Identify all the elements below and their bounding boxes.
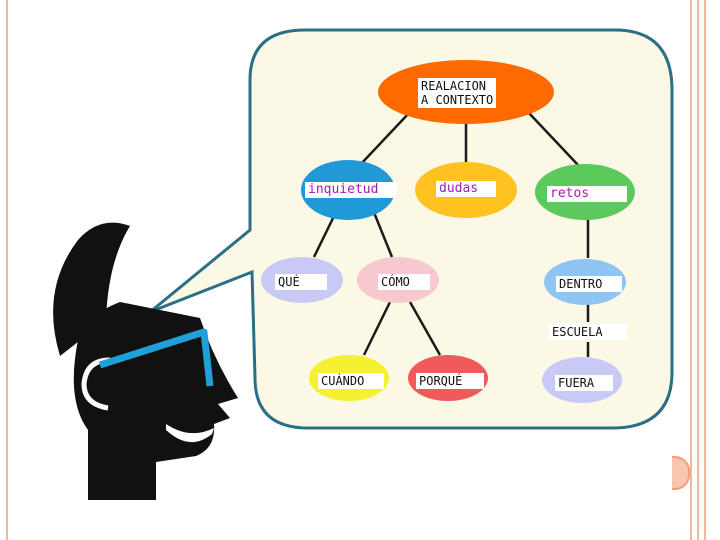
node-porque-label: PORQUÉ — [416, 373, 484, 389]
head — [73, 302, 238, 500]
root-node-label: REALACION A CONTEXTO — [418, 78, 497, 108]
node-dudas-label: dudas — [436, 181, 496, 197]
node-inquietud-label: inquietud — [305, 182, 397, 198]
node-como-label: CÓMO — [378, 274, 430, 290]
frame-right-line — [704, 0, 706, 540]
frame-left-line — [6, 0, 8, 540]
node-retos-label: retos — [547, 186, 627, 202]
speech-bubble — [149, 28, 674, 430]
frame-right-line — [690, 0, 692, 540]
node-que-label: QUÉ — [275, 274, 327, 290]
glasses-frame — [98, 328, 214, 387]
node-cuando-label: CUÁNDO — [318, 373, 384, 389]
node-escuela-label: ESCUELA — [549, 324, 627, 340]
frame-right-line — [697, 0, 699, 540]
thinking-person-icon — [53, 222, 238, 500]
node-fuera-label: FUERA — [555, 375, 613, 391]
node-dentro-label: DENTRO — [556, 276, 622, 292]
mouth — [166, 424, 214, 443]
ear — [81, 357, 111, 411]
head-flap — [53, 222, 130, 356]
